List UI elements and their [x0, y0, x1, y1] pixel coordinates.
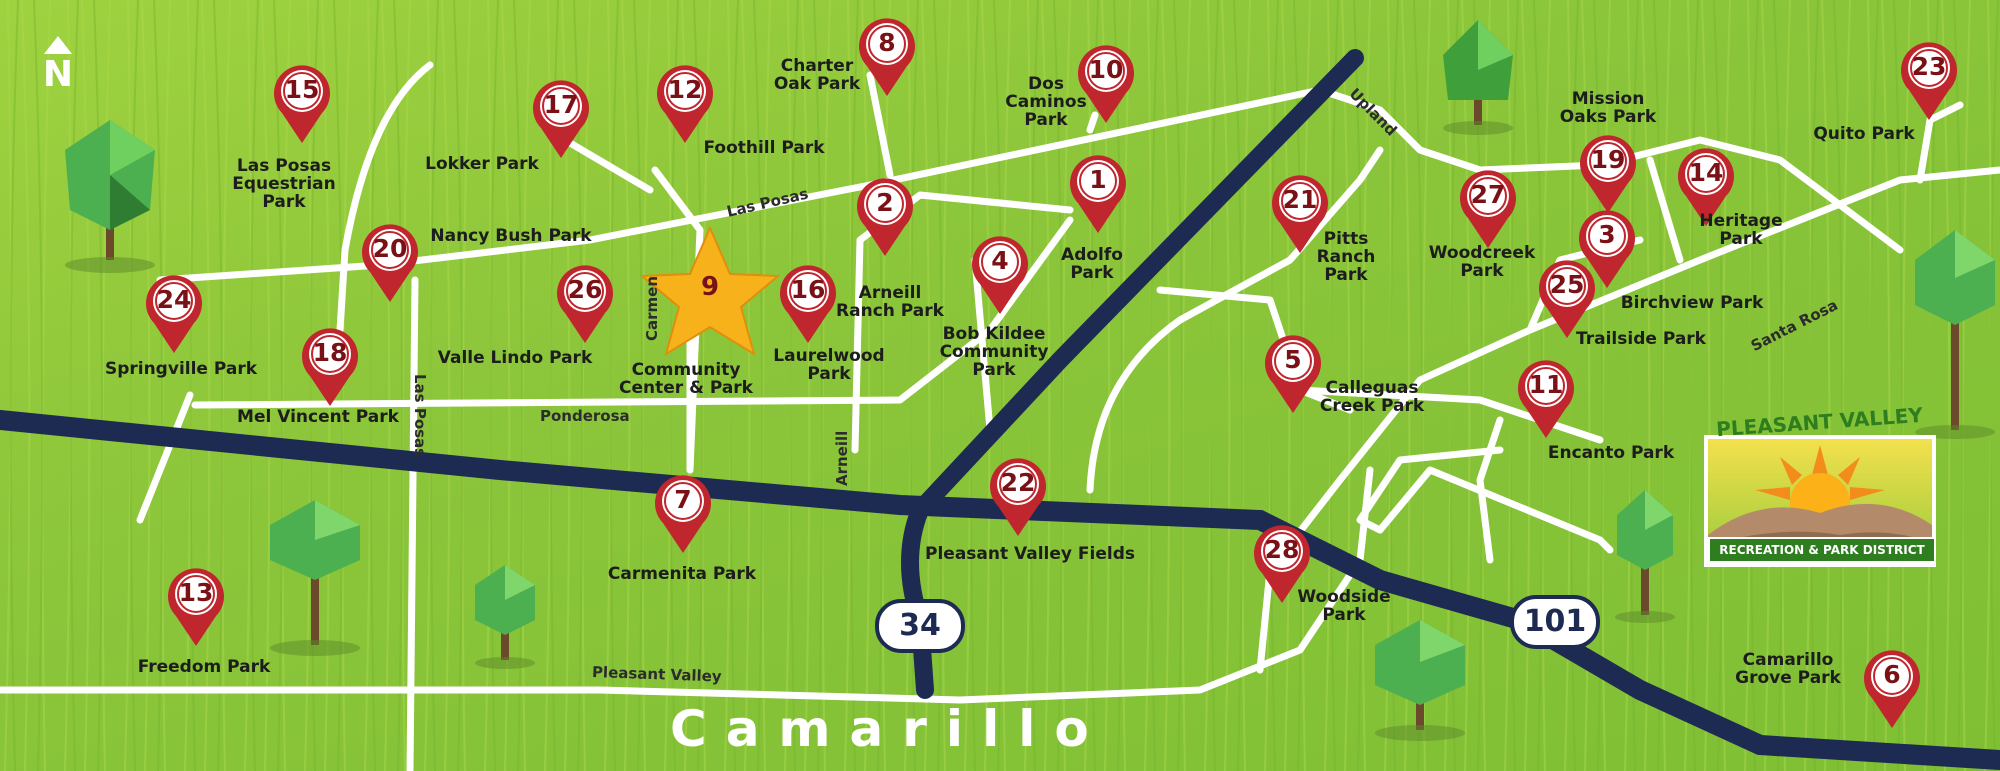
park-number: 5 — [1284, 345, 1302, 374]
park-label-7: Carmenita Park — [607, 564, 757, 584]
park-pin-23[interactable]: 23 — [1897, 38, 1961, 122]
park-pin-19[interactable]: 19 — [1576, 131, 1640, 215]
park-number: 22 — [1000, 468, 1036, 497]
park-number: 6 — [1883, 660, 1901, 689]
park-pin-20[interactable]: 20 — [358, 220, 422, 304]
park-pin-8[interactable]: 8 — [855, 14, 919, 98]
park-number: 28 — [1264, 535, 1300, 564]
park-number: 18 — [312, 338, 348, 367]
park-label-5: Calleguas Creek Park — [1319, 378, 1425, 416]
park-number: 21 — [1282, 185, 1318, 214]
park-label-4: Bob Kildee Community Park — [939, 324, 1049, 380]
street-arneill: Arneill — [833, 430, 851, 486]
park-pin-2[interactable]: 2 — [853, 174, 917, 258]
park-label-15: Las Posas Equestrian Park — [232, 156, 336, 212]
park-pin-7[interactable]: 7 — [651, 471, 715, 555]
park-number: 12 — [667, 75, 703, 104]
park-label-21: Pitts Ranch Park — [1316, 229, 1376, 285]
park-label-19: Mission Oaks Park — [1559, 89, 1657, 127]
park-label-14: Heritage Park — [1699, 211, 1783, 249]
park-number: 11 — [1528, 370, 1564, 399]
park-pin-15[interactable]: 15 — [270, 61, 334, 145]
park-label-28: Woodside Park — [1297, 587, 1391, 625]
park-label-25: Trailside Park — [1576, 329, 1706, 349]
park-number: 8 — [878, 28, 896, 57]
park-number: 16 — [790, 275, 826, 304]
park-label-27: Woodcreek Park — [1428, 243, 1536, 281]
park-pin-17[interactable]: 17 — [529, 76, 593, 160]
park-number: 3 — [1598, 220, 1616, 249]
park-pin-27[interactable]: 27 — [1456, 166, 1520, 250]
highway-34-shield: 34 — [875, 599, 965, 653]
street-las-posas-vertical: Las Posas — [411, 374, 429, 458]
park-pin-13[interactable]: 13 — [164, 564, 228, 648]
park-number: 24 — [156, 285, 192, 314]
trees-decoration — [65, 20, 1995, 741]
park-number-9[interactable]: 9 — [700, 272, 720, 302]
park-number: 19 — [1590, 145, 1626, 174]
park-pin-26[interactable]: 26 — [553, 261, 617, 345]
park-number: 27 — [1470, 180, 1506, 209]
park-number: 2 — [876, 188, 894, 217]
park-label-11: Encanto Park — [1547, 443, 1675, 463]
park-label-13: Freedom Park — [137, 657, 271, 677]
park-number: 23 — [1911, 52, 1947, 81]
park-pin-25[interactable]: 25 — [1535, 256, 1599, 340]
park-pin-1[interactable]: 1 — [1066, 151, 1130, 235]
park-label-20: Nancy Bush Park — [430, 226, 592, 246]
park-number: 4 — [991, 246, 1009, 275]
park-label-6: Camarillo Grove Park — [1735, 650, 1841, 688]
park-label-2: Arneill Ranch Park — [836, 283, 944, 321]
park-label-23: Quito Park — [1813, 124, 1915, 144]
park-label-12: Foothill Park — [703, 138, 825, 158]
park-pin-28[interactable]: 28 — [1250, 521, 1314, 605]
park-label-22: Pleasant Valley Fields — [925, 544, 1135, 564]
district-logo: PLEASANT VALLEY RECREATION & PARK DISTRI… — [1700, 395, 1940, 570]
street-carmen: Carmen — [643, 275, 661, 341]
park-label-24: Springville Park — [104, 359, 258, 379]
park-pin-16[interactable]: 16 — [776, 261, 840, 345]
park-number: 13 — [178, 578, 214, 607]
park-pin-11[interactable]: 11 — [1514, 356, 1578, 440]
park-number: 10 — [1088, 55, 1124, 84]
park-pin-22[interactable]: 22 — [986, 454, 1050, 538]
park-pin-14[interactable]: 14 — [1674, 144, 1738, 228]
park-pin-18[interactable]: 18 — [298, 324, 362, 408]
north-arrow-icon: N — [38, 36, 78, 96]
park-pin-24[interactable]: 24 — [142, 271, 206, 355]
logo-subtitle: RECREATION & PARK DISTRICT — [1708, 537, 1936, 563]
park-number: 26 — [567, 275, 603, 304]
park-pin-10[interactable]: 10 — [1074, 41, 1138, 125]
park-label-10: Dos Caminos Park — [1005, 74, 1087, 130]
city-label: Camarillo — [670, 700, 1108, 758]
park-label-16: Laurelwood Park — [773, 346, 885, 384]
park-pin-4[interactable]: 4 — [968, 232, 1032, 316]
community-center-star-icon — [639, 225, 781, 357]
park-number: 20 — [372, 234, 408, 263]
park-number: 7 — [674, 485, 692, 514]
park-label-9: Community Center & Park — [619, 360, 753, 398]
park-number: 1 — [1089, 165, 1107, 194]
park-label-8: Charter Oak Park — [773, 56, 861, 94]
park-label-1: Adolfo Park — [1061, 245, 1123, 283]
park-number: 25 — [1549, 270, 1585, 299]
park-label-18: Mel Vincent Park — [237, 407, 399, 427]
park-pin-12[interactable]: 12 — [653, 61, 717, 145]
park-pin-21[interactable]: 21 — [1268, 171, 1332, 255]
park-label-3: Birchview Park — [1620, 293, 1764, 313]
park-pin-5[interactable]: 5 — [1261, 331, 1325, 415]
park-number: 15 — [284, 75, 320, 104]
park-number: 17 — [543, 90, 579, 119]
street-ponderosa: Ponderosa — [540, 407, 630, 425]
park-label-26: Valle Lindo Park — [437, 348, 593, 368]
park-number: 14 — [1688, 158, 1724, 187]
north-label: N — [42, 54, 74, 95]
park-pin-3[interactable]: 3 — [1575, 206, 1639, 290]
highway-101-shield: 101 — [1510, 595, 1600, 649]
park-pin-6[interactable]: 6 — [1860, 646, 1924, 730]
park-label-17: Lokker Park — [425, 154, 539, 174]
